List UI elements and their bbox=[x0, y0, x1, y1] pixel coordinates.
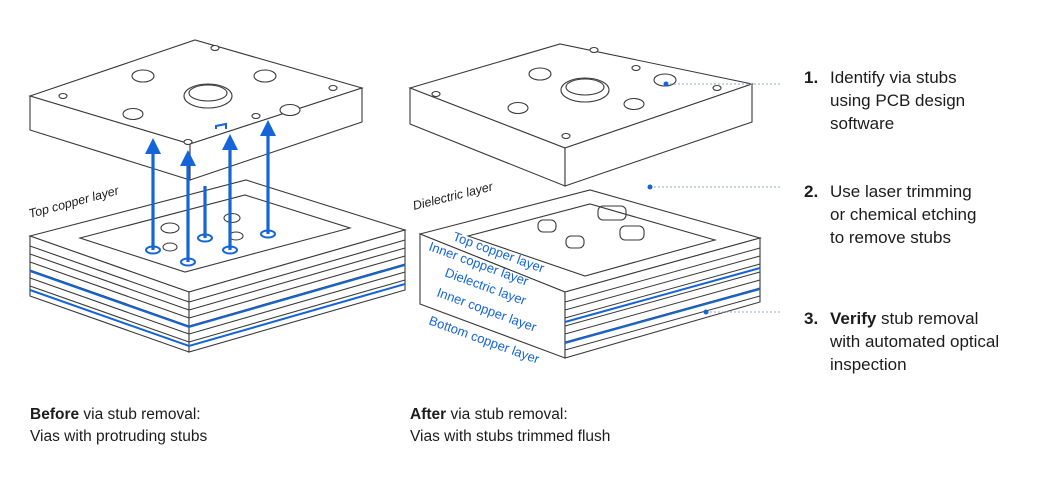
step-3-line-1: stub removal bbox=[876, 309, 979, 328]
leader-dot-icon bbox=[647, 81, 709, 315]
step-2-line-2: or chemical etching bbox=[830, 205, 977, 224]
step-3-bold: Verify bbox=[830, 309, 877, 328]
step-2-line-3: to remove stubs bbox=[830, 228, 951, 247]
before-via-pads bbox=[145, 229, 276, 267]
step-3-line-2: with automated optical bbox=[830, 332, 1000, 351]
step-1-line-1: Identify via stubs bbox=[830, 68, 957, 87]
before-copper-layers bbox=[29, 264, 406, 348]
step-1: 1. Identify via stubs using PCB design so… bbox=[804, 66, 1034, 135]
before-top-copper-label: Top copper layer bbox=[27, 183, 121, 221]
after-caption-bold: After bbox=[410, 406, 447, 423]
marker-icon bbox=[215, 122, 227, 129]
step-2: 2. Use laser trimming or chemical etching… bbox=[804, 180, 1034, 249]
step-2-line-1: Use laser trimming bbox=[830, 182, 972, 201]
after-top-plate bbox=[408, 43, 755, 187]
before-caption-line-2: Vias with protruding stubs bbox=[30, 428, 208, 445]
before-via-stubs bbox=[145, 120, 276, 262]
before-top-plate bbox=[28, 39, 364, 181]
before-caption-bold: Before bbox=[30, 406, 80, 423]
before-via-holes bbox=[160, 212, 244, 252]
step-leaders bbox=[650, 83, 780, 313]
after-caption-line-2: Vias with stubs trimmed flush bbox=[410, 428, 611, 445]
step-3-number: 3. bbox=[804, 309, 819, 328]
after-dielectric-label: Dielectric layer bbox=[411, 179, 495, 213]
after-copper-layers bbox=[564, 267, 761, 344]
after-caption: After via stub removal: Vias with stubs … bbox=[410, 404, 610, 448]
step-2-number: 2. bbox=[804, 182, 819, 201]
after-via-holes bbox=[537, 205, 645, 249]
after-caption-rest: via stub removal: bbox=[446, 406, 568, 423]
step-3: 3. Verify stub removal with automated opt… bbox=[804, 307, 1034, 376]
step-1-line-3: software bbox=[830, 114, 895, 133]
step-1-line-2: using PCB design bbox=[830, 91, 966, 110]
before-stack bbox=[28, 179, 407, 353]
before-caption: Before via stub removal: Vias with protr… bbox=[30, 404, 207, 448]
step-3-line-3: inspection bbox=[830, 355, 907, 374]
before-caption-rest: via stub removal: bbox=[79, 406, 201, 423]
step-1-number: 1. bbox=[804, 68, 819, 87]
